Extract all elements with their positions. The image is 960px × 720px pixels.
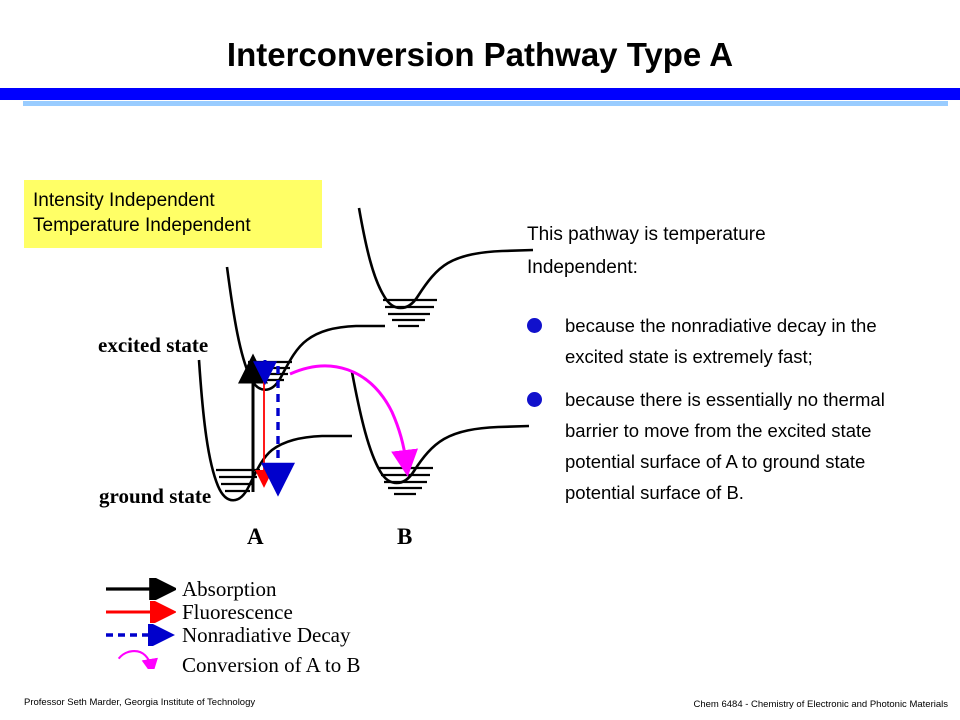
legend-label-conversion: Conversion of A to B: [182, 653, 361, 677]
footer-course: Chem 6484 - Chemistry of Electronic and …: [693, 699, 948, 710]
vib-levels-a-ground: [216, 468, 260, 493]
label-molecule-b: B: [397, 524, 413, 549]
legend-label-fluorescence: Fluorescence: [182, 600, 293, 624]
vib-levels-b-ground: [379, 466, 433, 496]
legend-item-fluorescence: Fluorescence: [104, 600, 434, 624]
legend-label-absorption: Absorption: [182, 577, 277, 601]
curve-a-excited-state: [225, 266, 385, 392]
legend-item-conversion: Conversion of A to B: [104, 647, 434, 681]
legend-item-absorption: Absorption: [104, 577, 434, 601]
list-item: because there is essentially no thermal …: [527, 384, 947, 508]
legend-item-nonradiative-decay: Nonradiative Decay: [104, 623, 434, 647]
label-molecule-a: A: [247, 524, 264, 549]
page-title: Interconversion Pathway Type A: [226, 36, 734, 73]
label-ground-state: ground state: [99, 484, 212, 508]
vib-levels-a-excited: [248, 360, 292, 382]
conversion-curved-arrow-icon: [117, 650, 158, 669]
curve-b-excited-state: [357, 207, 534, 310]
bullet-text: because the nonradiative decay in the ex…: [565, 310, 947, 372]
arrow-conversion-a-to-b: [289, 364, 419, 477]
fluorescence-arrow-icon: [106, 601, 176, 623]
title-divider-accent-bar: [23, 101, 948, 106]
nonradiative-decay-arrow-icon: [106, 624, 175, 646]
diagram-legend: Absorption Fluorescence Nonradiative Dec…: [104, 577, 434, 681]
bullet-line: barrier to move from the excited state: [565, 420, 872, 441]
callout-line-temperature: Temperature Independent: [33, 215, 251, 236]
bullet-dot-icon: [527, 392, 542, 407]
footer-author: Professor Seth Marder, Georgia Institute…: [24, 697, 256, 708]
callout-box: Intensity Independent Temperature Indepe…: [24, 180, 322, 248]
explanation-bullet-list: because the nonradiative decay in the ex…: [527, 310, 947, 520]
bullet-line: potential surface of A to ground state: [565, 451, 866, 472]
bullet-line: because the nonradiative decay in the: [565, 315, 877, 336]
bullet-text: because there is essentially no thermal …: [565, 384, 947, 508]
bullet-line: potential surface of B.: [565, 482, 744, 503]
pathway-intro: This pathway is temperature Independent:: [527, 218, 927, 284]
callout-line-intensity: Intensity Independent: [33, 190, 215, 211]
pathway-intro-line-2: Independent:: [527, 257, 638, 278]
bullet-dot-icon: [527, 318, 542, 333]
absorption-arrow-icon: [106, 578, 176, 600]
pathway-intro-line-1: This pathway is temperature: [527, 224, 766, 245]
legend-label-nonradiative-decay: Nonradiative Decay: [182, 623, 351, 647]
title-divider-bar: [0, 88, 960, 100]
list-item: because the nonradiative decay in the ex…: [527, 310, 947, 372]
vib-levels-b-excited: [383, 298, 437, 328]
label-excited-state: excited state: [98, 333, 209, 357]
bullet-line: because there is essentially no thermal: [565, 389, 885, 410]
bullet-line: excited state is extremely fast;: [565, 346, 813, 367]
curve-a-ground-state: [197, 359, 352, 502]
curve-b-ground-state: [350, 371, 530, 485]
